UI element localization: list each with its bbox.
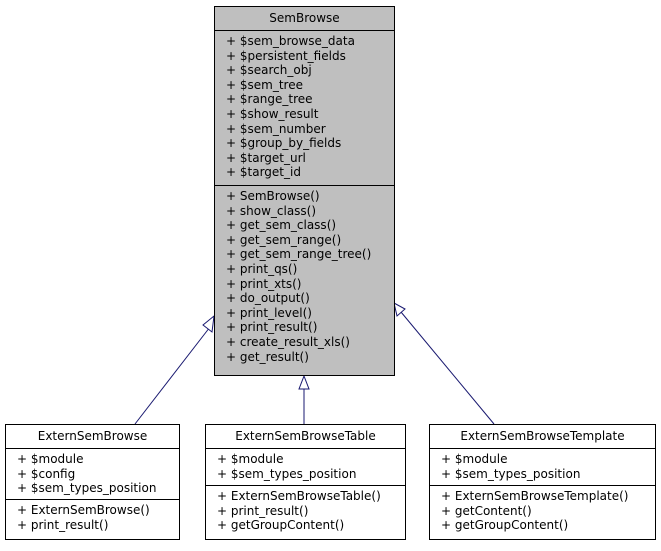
- method: + print_level(): [226, 305, 312, 320]
- class-title: ExternSemBrowseTable: [206, 425, 405, 449]
- methods-section: + SemBrowse() + show_class() + get_sem_c…: [215, 185, 394, 367]
- method: + print_qs(): [226, 261, 298, 276]
- methods-section: + ExternSemBrowseTemplate() + getContent…: [430, 485, 655, 536]
- edge-extern-sem-browse: [134, 326, 211, 425]
- method: + getContent(): [441, 503, 532, 518]
- attributes-section: + $sem_browse_data + $persistent_fields …: [215, 31, 394, 185]
- attribute: + $show_result: [226, 106, 319, 121]
- edge-extern-sem-browse-template: [400, 311, 495, 425]
- attribute: + $sem_tree: [226, 77, 303, 92]
- method: + do_output(): [226, 291, 310, 306]
- attribute: + $sem_types_position: [17, 481, 157, 496]
- class-extern-sem-browse-template[interactable]: ExternSemBrowseTemplate + $module + $sem…: [429, 424, 656, 540]
- method: + SemBrowse(): [226, 189, 320, 203]
- method: + print_result(): [226, 320, 318, 335]
- attribute: + $target_url: [226, 150, 306, 165]
- attribute: + $persistent_fields: [226, 48, 346, 63]
- class-extern-sem-browse[interactable]: ExternSemBrowse + $module + $config + $s…: [5, 424, 180, 540]
- method: + getGroupContent(): [217, 518, 345, 533]
- arrowhead-extern-sem-browse-table: [298, 374, 310, 390]
- arrowhead-extern-sem-browse: [202, 314, 215, 333]
- methods-section: + ExternSemBrowseTable() + print_result(…: [206, 485, 405, 536]
- method: + get_result(): [226, 349, 309, 364]
- attribute: + $module: [217, 452, 284, 466]
- method: + getGroupContent(): [441, 518, 569, 533]
- attribute: + $module: [441, 452, 508, 466]
- methods-section: + ExternSemBrowse() + print_result(): [6, 499, 179, 535]
- attribute: + $sem_browse_data: [226, 34, 355, 48]
- method: + ExternSemBrowseTemplate(): [441, 489, 629, 503]
- attributes-section: + $module + $config + $sem_types_positio…: [6, 449, 179, 499]
- attribute: + $module: [17, 452, 84, 466]
- method: + show_class(): [226, 203, 317, 218]
- attributes-section: + $module + $sem_types_position: [206, 449, 405, 485]
- method: + print_result(): [217, 503, 309, 518]
- class-title: ExternSemBrowse: [6, 425, 179, 449]
- method: + get_sem_range_tree(): [226, 247, 372, 262]
- attribute: + $target_id: [226, 165, 301, 180]
- method: + print_result(): [17, 517, 109, 532]
- method: + ExternSemBrowse(): [17, 503, 150, 517]
- method: + print_xts(): [226, 276, 302, 291]
- method: + create_result_xls(): [226, 334, 350, 349]
- attribute: + $sem_types_position: [217, 466, 357, 481]
- attribute: + $search_obj: [226, 63, 312, 78]
- class-title: ExternSemBrowseTemplate: [430, 425, 655, 449]
- attribute: + $config: [17, 466, 76, 481]
- attribute: + $group_by_fields: [226, 136, 342, 151]
- attribute: + $sem_types_position: [441, 466, 581, 481]
- attributes-section: + $module + $sem_types_position: [430, 449, 655, 485]
- arrowhead-extern-sem-browse-template: [393, 302, 406, 317]
- class-title: SemBrowse: [215, 7, 394, 31]
- attribute: + $sem_number: [226, 121, 326, 136]
- method: + get_sem_range(): [226, 232, 342, 247]
- method: + ExternSemBrowseTable(): [217, 489, 381, 503]
- class-extern-sem-browse-table[interactable]: ExternSemBrowseTable + $module + $sem_ty…: [205, 424, 406, 540]
- class-sem-browse[interactable]: SemBrowse + $sem_browse_data + $persiste…: [214, 6, 395, 376]
- attribute: + $range_tree: [226, 92, 313, 107]
- method: + get_sem_class(): [226, 218, 337, 233]
